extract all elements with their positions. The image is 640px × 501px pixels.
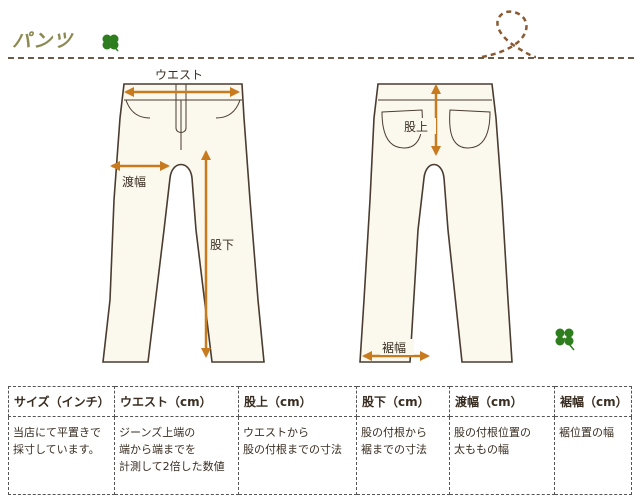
- header-hem: 裾幅（cm）: [554, 386, 632, 417]
- note-size: 当店にて平置きで 採寸しています。: [8, 416, 115, 495]
- clover-icon: [102, 34, 119, 52]
- dashed-loop-decoration: [481, 10, 537, 59]
- note-line: 計測して2倍した数値: [119, 460, 225, 473]
- note-line: 股の付根までの寸法: [243, 443, 342, 456]
- label-inseam: 股下: [210, 238, 234, 252]
- label-rise: 股上: [404, 120, 428, 134]
- note-inseam: 股の付根から 裾までの寸法: [356, 416, 450, 495]
- clover-icon: [555, 328, 575, 351]
- table-header-row: サイズ（インチ） ウエスト（cm） 股上（cm） 股下（cm） 渡幅（cm） 裾…: [8, 386, 632, 417]
- label-hem: 裾幅: [382, 340, 406, 355]
- page-title: パンツ: [12, 30, 73, 52]
- note-thigh: 股の付根位置の 太ももの幅: [449, 416, 555, 495]
- header-size: サイズ（インチ）: [8, 386, 115, 417]
- note-line: ウエストから: [243, 426, 309, 439]
- note-line: 採寸しています。: [13, 443, 100, 456]
- note-line: 当店にて平置きで: [13, 426, 101, 439]
- note-line: ジーンズ上端の: [119, 426, 196, 439]
- label-waist: ウエスト: [155, 68, 203, 82]
- pants-diagram: ウエスト 渡幅 股下 股上 裾幅: [102, 67, 575, 363]
- note-line: 股の付根から: [361, 426, 427, 439]
- note-hem: 裾位置の幅: [554, 416, 632, 495]
- note-rise: ウエストから 股の付根までの寸法: [238, 416, 357, 495]
- header-rise: 股上（cm）: [238, 386, 357, 417]
- front-pants: [102, 83, 265, 363]
- header-inseam: 股下（cm）: [356, 386, 450, 417]
- note-line: 太ももの幅: [454, 443, 509, 456]
- note-line: 裾位置の幅: [559, 426, 614, 439]
- table-row: 当店にて平置きで 採寸しています。 ジーンズ上端の 端から端までを 計測して2倍…: [8, 416, 632, 495]
- note-line: 裾までの寸法: [361, 443, 427, 456]
- label-thigh: 渡幅: [122, 174, 146, 189]
- header-waist: ウエスト（cm）: [114, 386, 239, 417]
- note-waist: ジーンズ上端の 端から端までを 計測して2倍した数値: [114, 416, 239, 495]
- size-table: サイズ（インチ） ウエスト（cm） 股上（cm） 股下（cm） 渡幅（cm） 裾…: [8, 386, 632, 495]
- header-thigh: 渡幅（cm）: [449, 386, 555, 417]
- note-line: 股の付根位置の: [454, 426, 531, 439]
- header-divider: [8, 57, 634, 59]
- note-line: 端から端までを: [119, 443, 196, 456]
